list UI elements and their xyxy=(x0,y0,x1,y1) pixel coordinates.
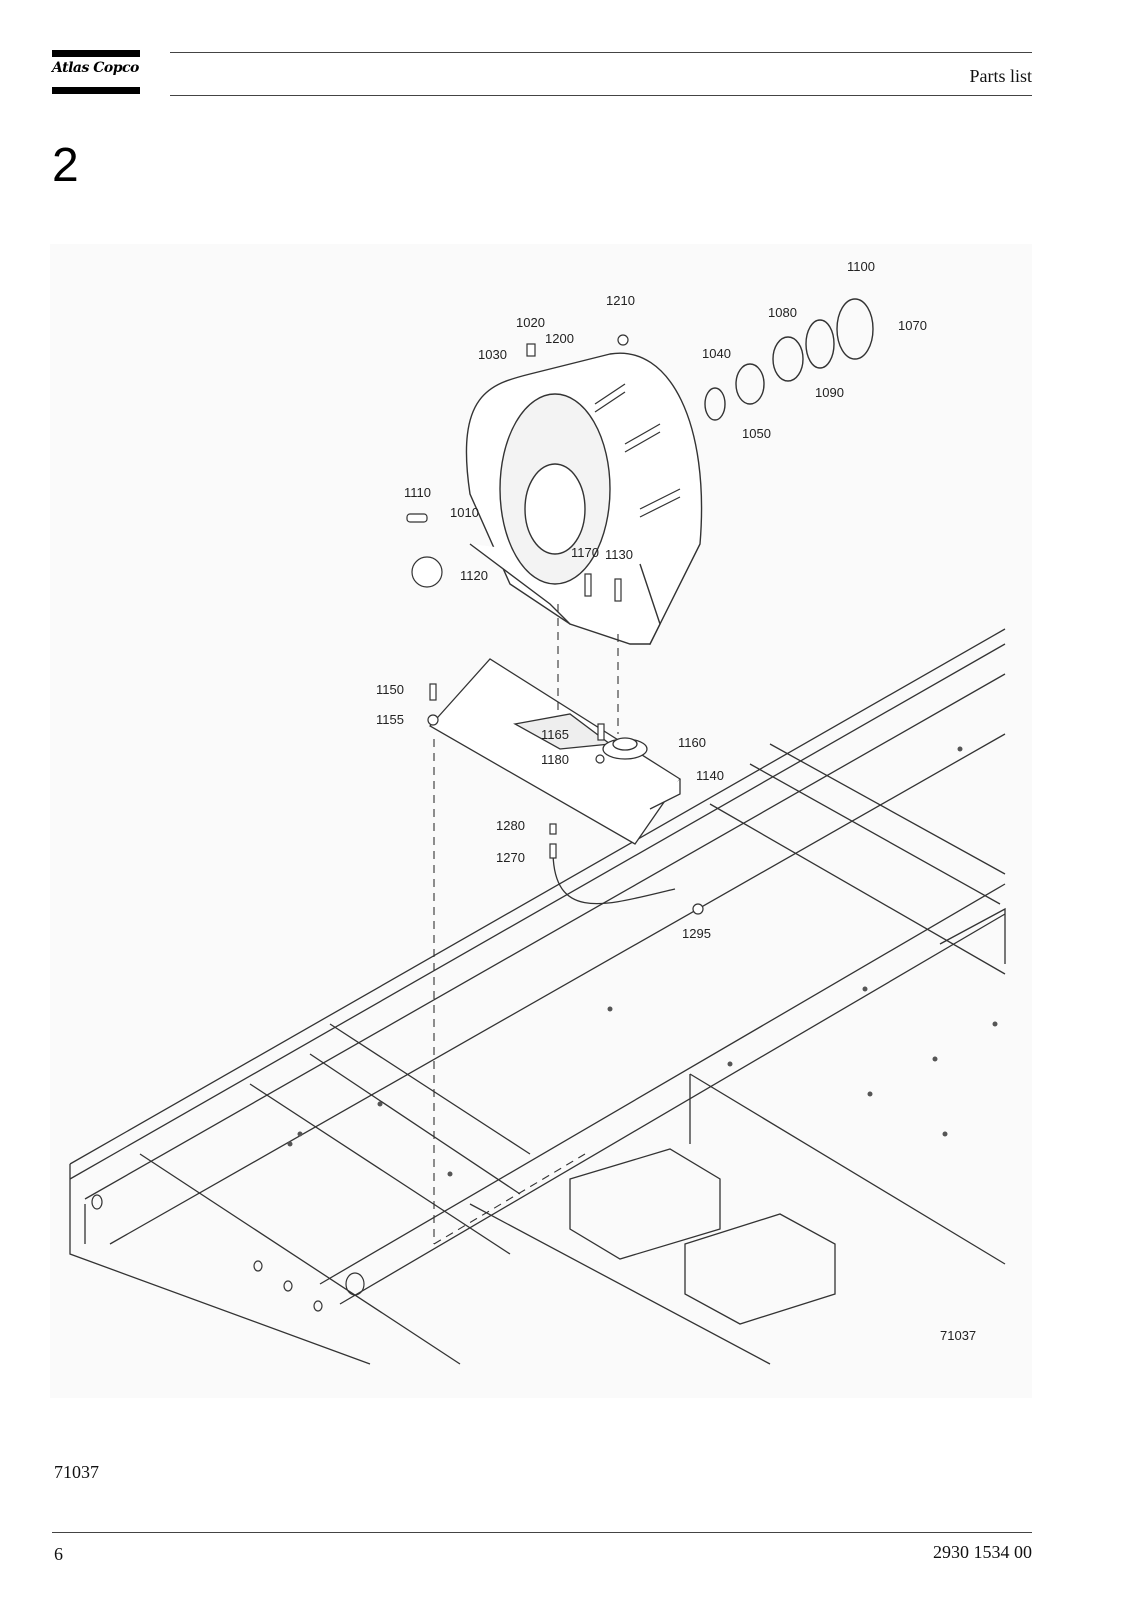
small-parts xyxy=(406,334,704,915)
callout-1020: 1020 xyxy=(516,315,545,330)
logo-top-bar xyxy=(52,50,140,57)
header-rule-top xyxy=(170,52,1032,53)
hose-1270 xyxy=(552,853,676,905)
header-title: Parts list xyxy=(969,66,1032,86)
document-number: 2930 1534 00 xyxy=(933,1542,1032,1562)
housing-slots xyxy=(594,383,681,518)
callout-1010: 1010 xyxy=(450,505,479,520)
callout-1070: 1070 xyxy=(898,318,927,333)
frame-lines xyxy=(69,628,1006,1365)
compressor-housing xyxy=(465,352,703,645)
section-number: 2 xyxy=(52,139,79,192)
callout-1100: 1100 xyxy=(847,259,875,274)
callout-1210: 1210 xyxy=(606,293,635,308)
callout-1170: 1170 xyxy=(571,545,599,560)
alignment-lines xyxy=(433,604,619,1245)
page-number: 6 xyxy=(54,1544,63,1564)
callout-1120: 1120 xyxy=(460,568,488,583)
callout-1030: 1030 xyxy=(478,347,507,362)
frame-holes xyxy=(287,746,998,1177)
callout-1160: 1160 xyxy=(678,735,706,750)
atlas-copco-logo: Atlas Copco xyxy=(52,50,142,94)
mounting-plate xyxy=(428,658,681,845)
callout-1040: 1040 xyxy=(702,346,731,361)
callout-1130: 1130 xyxy=(605,547,633,562)
callout-1155: 1155 xyxy=(376,712,404,727)
callout-1090: 1090 xyxy=(815,385,844,400)
callout-1200: 1200 xyxy=(545,331,574,346)
callout-1180: 1180 xyxy=(541,752,569,767)
callout-1080: 1080 xyxy=(768,305,797,320)
callout-1110: 1110 xyxy=(404,485,431,500)
header-rule-bottom xyxy=(170,95,1032,96)
callout-1150: 1150 xyxy=(376,682,404,697)
exploded-parts-drawing: 1100 1210 1080 1070 1020 1200 1030 1040 … xyxy=(50,244,1032,1398)
figure-reference: 71037 xyxy=(54,1462,99,1482)
seal-rings xyxy=(704,298,874,421)
callout-1270: 1270 xyxy=(496,850,525,865)
logo-bottom-bar xyxy=(52,87,140,94)
callout-1050: 1050 xyxy=(742,426,771,441)
drawing-number: 71037 xyxy=(940,1328,976,1343)
callout-labels: 1100 1210 1080 1070 1020 1200 1030 1040 … xyxy=(376,259,976,1343)
callout-1280: 1280 xyxy=(496,818,525,833)
callout-1295: 1295 xyxy=(682,926,711,941)
callout-1165: 1165 xyxy=(541,727,569,742)
isolator-1160 xyxy=(602,737,648,760)
drawing-svg: 1100 1210 1080 1070 1020 1200 1030 1040 … xyxy=(69,259,1006,1365)
logo-wordmark: Atlas Copco xyxy=(52,60,139,76)
callout-1140: 1140 xyxy=(696,768,724,783)
footer-rule xyxy=(52,1532,1032,1533)
frame-large-holes xyxy=(91,1194,365,1312)
